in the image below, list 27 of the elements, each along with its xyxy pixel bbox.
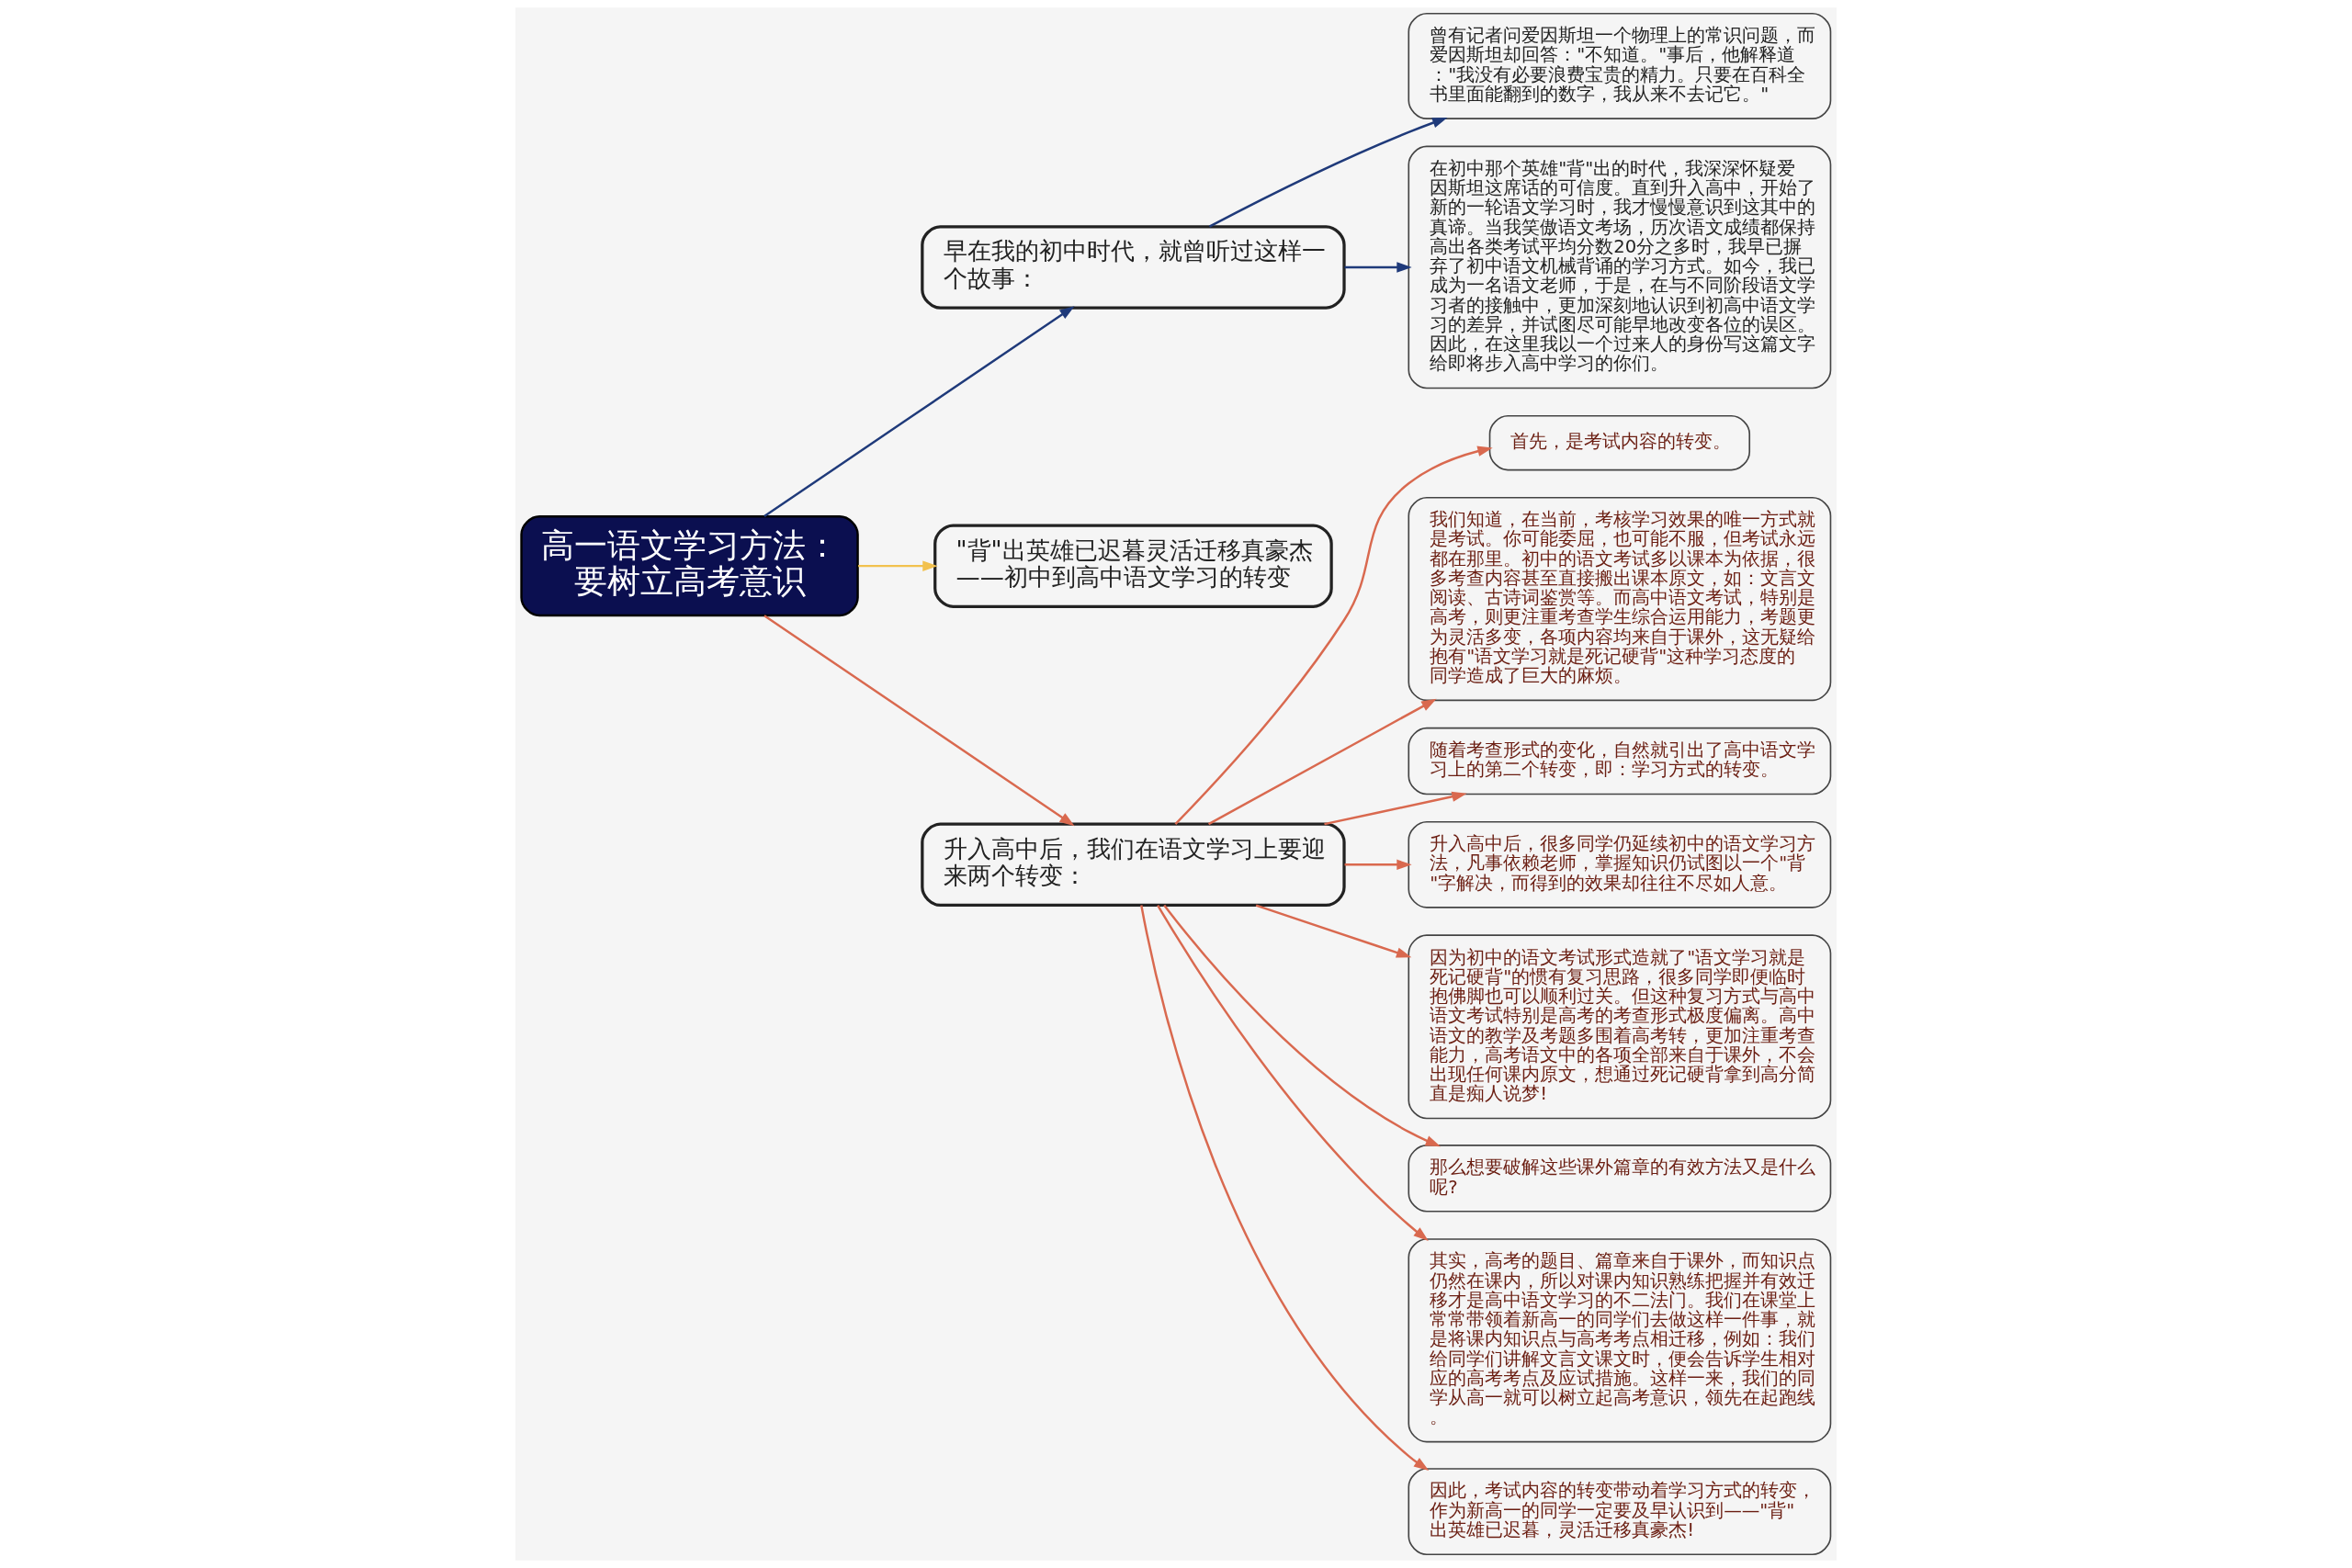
arrow — [1208, 117, 1448, 228]
node-box: 首先，是考试内容的转变。 — [1488, 414, 1751, 471]
node-box: 升入高中后，我们在语文学习上要迎来两个转变： — [921, 822, 1346, 908]
arrow — [1157, 904, 1429, 1241]
node-box: 其实，高考的题目、篇章来自于课外，而知识点仍然在课内，所以对课内知识熟练把握并有效迁移才是高中语文学习的不二法门。我们在课堂上常常带领着新高一的同学们去做这样一件事，就是将课内知识点与高考考点相迁移，例如：我们给同学们讲解文言文课文时，便会告诉学生相对应的高考考点及应试措施。这样一来，我们的同学从高一就可以树立起高考意识，领先在起跑线。 — [1408, 1238, 1832, 1443]
arrow — [763, 615, 1075, 827]
node-box: 那么想要破解这些课外篇章的有效方法又是什么呢? — [1408, 1145, 1832, 1213]
arrow — [1344, 262, 1412, 273]
node-box: 我们知道，在当前，考核学习效果的唯一方式就是考试。你可能委屈，也可能不服，但考试永远都在那里。初中的语文考试多以课本为依据，很多考查内容甚至直接搬出课本原文，如：文言文阅读、古诗词鉴赏等。而高中语文考试，特别是高考，则更注重考查学生综合运用能力，考题更为灵活多变，各项内容均来自于课外，这无疑给抱有"语文学习就是死记硬背"这种学习态度的同学造成了巨大的麻烦。 — [1408, 497, 1832, 702]
node-box: 在初中那个英雄"背"出的时代，我深深怀疑爱因斯坦这席话的可信度。直到升入高中，开始了新的一轮语文学习时，我才慢慢意识到这其中的真谛。当我笑傲语文考场，历次语文成绩都保持高出各类考试平均分数20分之多时，我早已摒弃了初中语文机械背诵的学习方式。如今，我已成为一名语文老师，于是，在与不同阶段语文学习者的接触中，更加深刻地认识到初高中语文学习的差异，并试图尽可能早地改变各位的误区。因此，在这里我以一个过来人的身份写这篇文字给即将步入高中学习的你们。 — [1408, 145, 1832, 389]
node-box: 升入高中后，很多同学仍延续初中的语文学习方法，凡事依赖老师，掌握知识仍试图以一个"背"字解决，而得到的效果却往往不尽如人意。 — [1408, 820, 1832, 908]
arrow — [1174, 446, 1493, 825]
arrow — [1163, 904, 1442, 1147]
arrow — [1207, 698, 1437, 826]
arrow — [1324, 791, 1467, 826]
node-box: 随着考查形式的变化，自然就引出了高中语文学习上的第二个转变，即：学习方式的转变。 — [1408, 727, 1832, 795]
node-box: 因此，考试内容的转变带动着学习方式的转变，作为新高一的同学一定要及早认识到——"背"出英雄已迟暮，灵活迁移真豪杰! — [1408, 1468, 1832, 1555]
arrow — [1255, 904, 1412, 958]
node-box: "背"出英雄已迟暮灵活迁移真豪杰——初中到高中语文学习的转变 — [933, 524, 1333, 608]
node-box: 高一语文学习方法：要树立高考意识 — [520, 515, 859, 617]
arrow — [1140, 905, 1430, 1472]
node-box: 早在我的初中时代，就曾听过这样一个故事： — [921, 225, 1346, 310]
arrow — [1344, 859, 1412, 871]
arrow — [858, 560, 938, 571]
node-box: 因为初中的语文考试形式造就了"语文学习就是死记硬背"的惯有复习思路，很多同学即便临时抱佛脚也可以顺利过关。但这种复习方式与高中语文考试特别是高考的考查形式极度偏离。高中语文的教学及考题多围着高考转，更加注重考查能力，高考语文中的各项全部来自于课外，不会出现任何课内原文，想通过死记硬背拿到高分简直是痴人说梦! — [1408, 934, 1832, 1120]
node-box: 曾有记者问爱因斯坦一个物理上的常识问题，而爱因斯坦却回答："不知道。"事后，他解释道："我没有必要浪费宝贵的精力。只要在百科全书里面能翻到的数字，我从来不去记它。" — [1408, 13, 1832, 119]
arrow — [763, 306, 1075, 518]
